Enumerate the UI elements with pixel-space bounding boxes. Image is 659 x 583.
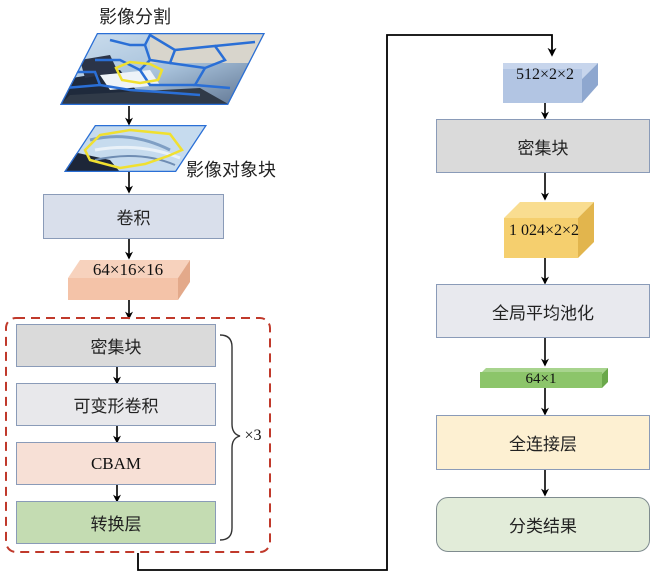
dense-block-box: 密集块 bbox=[16, 324, 216, 367]
deformable-conv-label: 可变形卷积 bbox=[73, 397, 159, 417]
conv-box: 卷积 bbox=[43, 194, 224, 239]
cbam-label: CBAM bbox=[90, 453, 142, 473]
cbam-box: CBAM bbox=[16, 442, 216, 485]
transition-layer-label: 转换层 bbox=[90, 515, 142, 535]
classification-result-label: 分类结果 bbox=[509, 517, 577, 537]
repeat-brace bbox=[219, 334, 241, 541]
dense-block-label: 密集块 bbox=[90, 338, 142, 358]
arrows-left bbox=[113, 106, 133, 503]
repeat-group-border bbox=[5, 317, 271, 553]
tensor-512x2x2 bbox=[503, 63, 598, 103]
fully-connected-label: 全连接层 bbox=[509, 435, 577, 455]
tensor-1024x2x2 bbox=[504, 202, 594, 258]
classification-result-box: 分类结果 bbox=[436, 497, 650, 552]
conv-label: 卷积 bbox=[116, 209, 151, 229]
global-avg-pool-label: 全局平均池化 bbox=[492, 303, 594, 324]
tensor-64x16x16 bbox=[68, 260, 190, 300]
dense-block-right-label: 密集块 bbox=[517, 138, 569, 159]
deformable-conv-box: 可变形卷积 bbox=[16, 383, 216, 426]
tensor-64x1 bbox=[480, 368, 608, 388]
transition-layer-box: 转换层 bbox=[16, 501, 216, 544]
image-object-patch bbox=[64, 125, 207, 172]
connector-group-to-right bbox=[137, 34, 557, 571]
dense-block-right-box: 密集块 bbox=[436, 119, 650, 173]
global-avg-pool-box: 全局平均池化 bbox=[436, 284, 650, 338]
fully-connected-box: 全连接层 bbox=[436, 415, 650, 470]
segmented-image bbox=[60, 33, 265, 105]
